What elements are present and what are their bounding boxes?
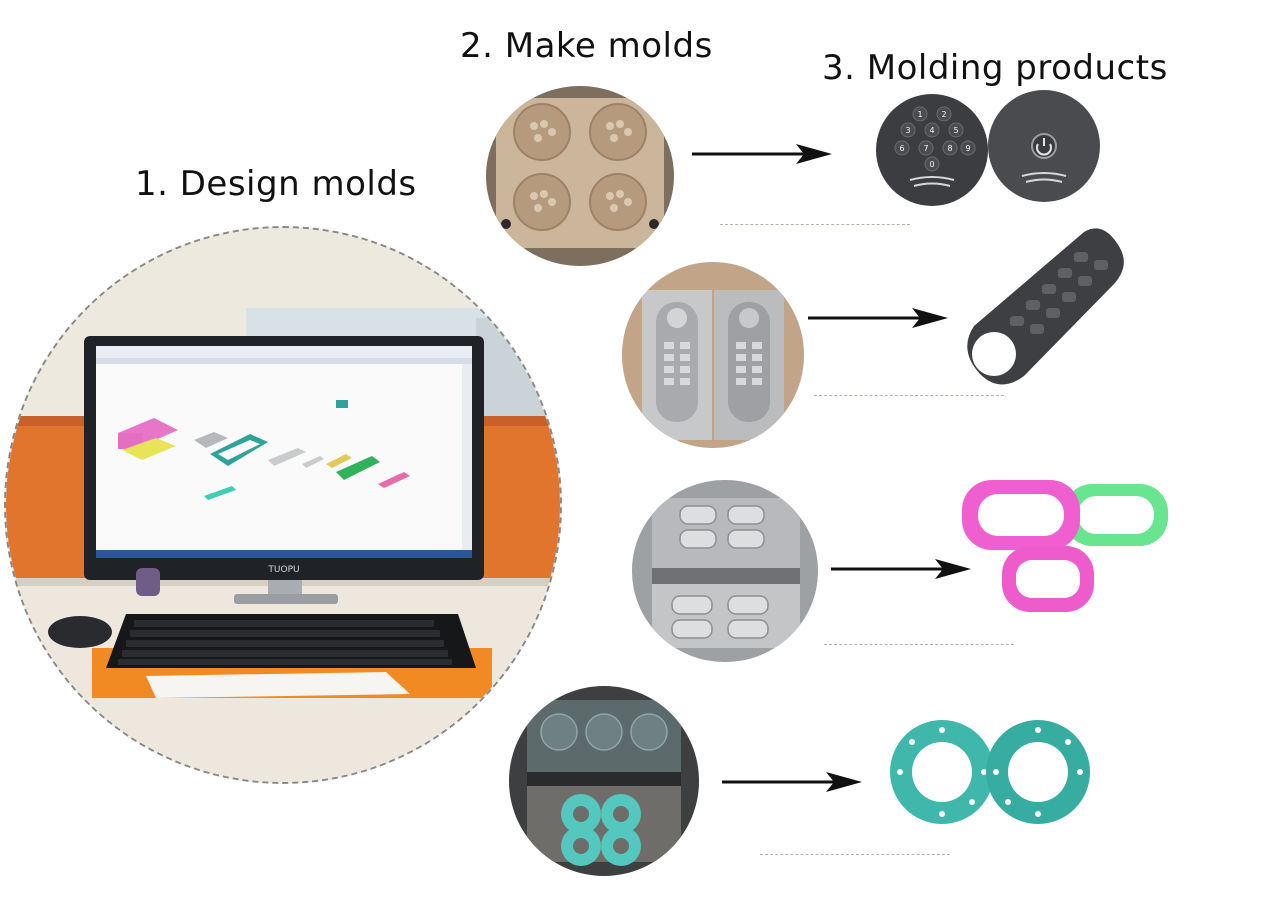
keypad-key — [942, 140, 958, 156]
keypad-key — [924, 156, 940, 172]
mouse-pad — [48, 616, 112, 648]
keypad-key-label: 8 — [947, 144, 952, 153]
keypad-key-label: 9 — [965, 144, 970, 153]
step-2-title: 2. Make molds — [460, 26, 713, 66]
keypad-key-label: 6 — [899, 144, 904, 153]
keypad-key-label: 2 — [941, 110, 946, 119]
keyboard — [106, 614, 476, 668]
keypad-key — [894, 140, 910, 156]
keypad-key-label: 7 — [923, 144, 928, 153]
product-silicone-rings — [962, 480, 1168, 612]
monitor-brand: TUOPU — [267, 565, 299, 575]
step-3-title: 3. Molding products — [822, 48, 1168, 88]
power-icon — [1036, 138, 1052, 156]
keypad-key — [948, 122, 964, 138]
pink-ring-small — [1002, 546, 1094, 612]
keypad-key — [960, 140, 976, 156]
product-remote-keypad — [967, 228, 1124, 385]
green-ring — [1064, 484, 1168, 546]
product-round-keypads: 1 2 3 4 5 6 7 8 9 0 — [876, 90, 1100, 206]
step-1-title: 1. Design molds — [135, 164, 417, 204]
keypad-key-label: 5 — [953, 126, 958, 135]
keypad-key — [918, 140, 934, 156]
row-separator — [824, 644, 1014, 645]
product-teal-gaskets — [890, 720, 1090, 824]
keypad-key-label: 3 — [905, 126, 910, 135]
keypad-keys: 1 2 3 4 5 6 7 8 9 0 — [894, 106, 976, 172]
keypad-key-label: 1 — [917, 110, 922, 119]
mold-photo-press-rings — [632, 480, 818, 662]
mold-photo-metal-remote — [622, 262, 804, 448]
row-separator — [720, 224, 910, 225]
mold-photo-wooden-keypad — [486, 86, 674, 266]
keypad-key — [936, 106, 952, 122]
keypad-key — [900, 122, 916, 138]
gasket-left — [890, 720, 994, 824]
keypad-key — [912, 106, 928, 122]
arrow-icon — [692, 144, 832, 164]
mold-cavities — [513, 103, 647, 231]
workstation-illustration: TUOPU — [6, 228, 560, 782]
mold-photo-press-gaskets — [509, 686, 699, 876]
keypad-key — [924, 122, 940, 138]
cad-mold-parts — [118, 400, 410, 500]
keypad-key-label: 0 — [929, 160, 934, 169]
row-separator — [814, 395, 1004, 396]
arrow-icon — [831, 559, 971, 579]
design-workstation-photo: TUOPU — [4, 226, 562, 784]
keypad-key-label: 4 — [929, 126, 934, 135]
row-separator — [760, 854, 950, 855]
pink-ring-large — [962, 480, 1080, 550]
arrow-icon — [808, 308, 948, 328]
gasket-right — [986, 720, 1090, 824]
arrow-icon — [722, 772, 862, 792]
